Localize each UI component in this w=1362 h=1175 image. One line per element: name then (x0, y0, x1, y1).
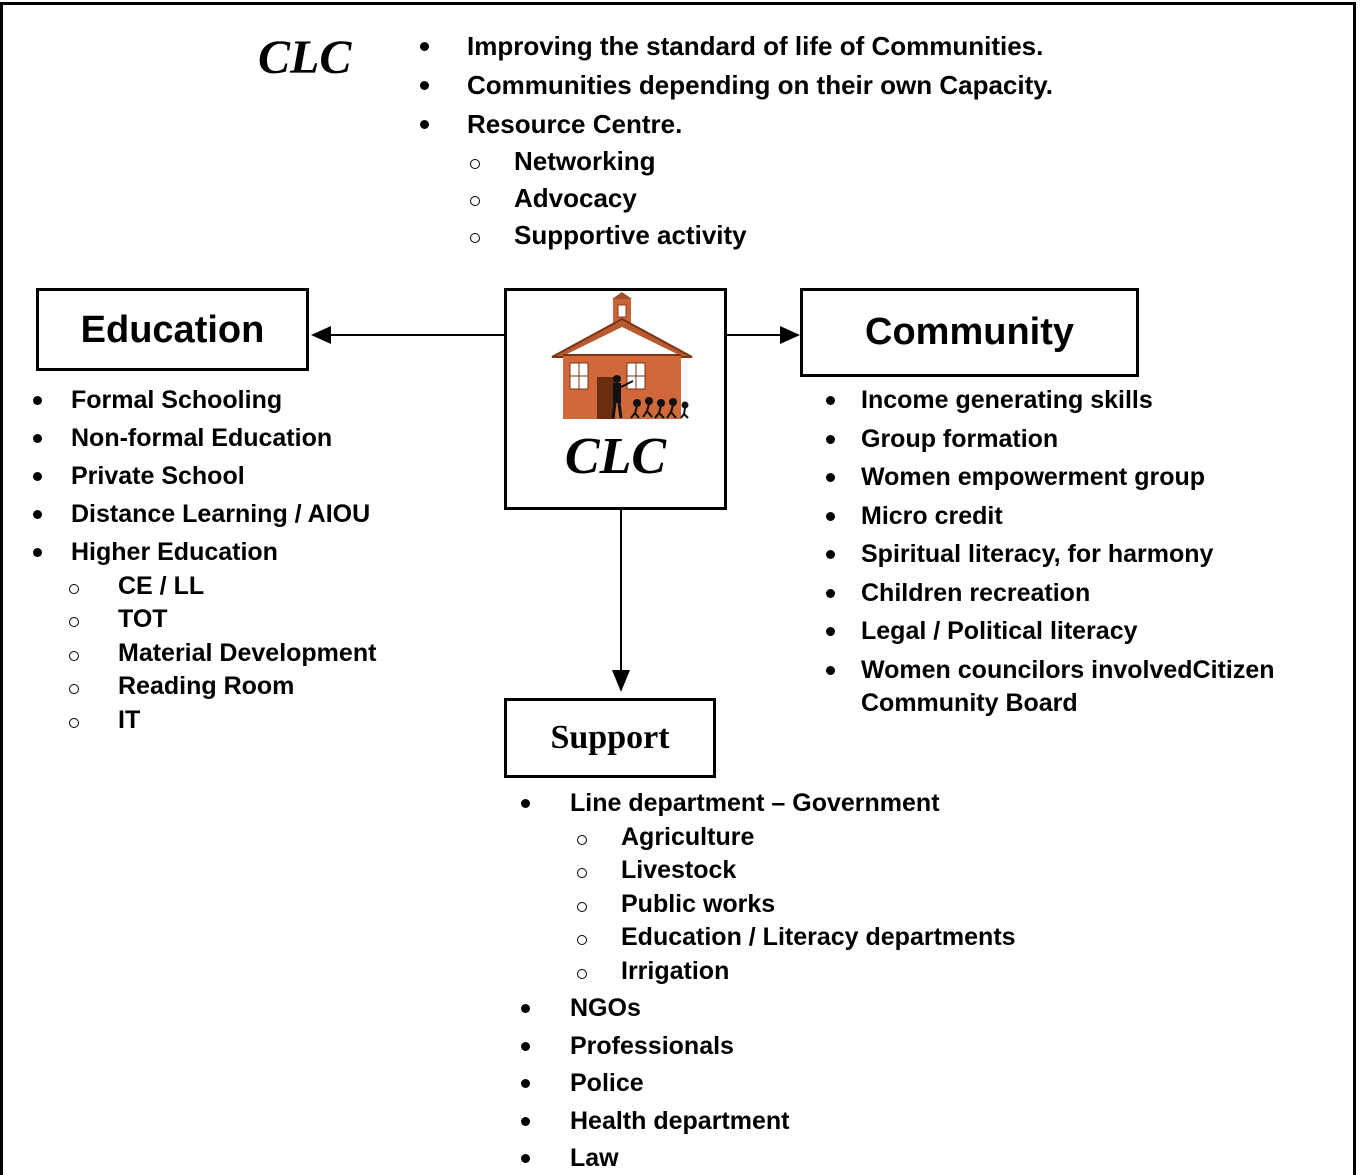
bullet-dot-icon (826, 511, 835, 521)
support-item: Agriculture (621, 822, 755, 851)
bullet-dot-icon (420, 120, 429, 129)
header-item: Networking (514, 146, 656, 176)
bullet-dot-icon (420, 42, 429, 51)
bullet-dot-icon (521, 1116, 530, 1126)
clc-center-box: CLC (504, 288, 727, 510)
education-item: Private School (71, 462, 245, 490)
bullet-ring-icon (577, 968, 587, 979)
community-item: Community Board (861, 689, 1078, 717)
arrow-to-support (612, 670, 630, 692)
header-logo-text: CLC (258, 31, 352, 84)
bullet-ring-icon (470, 233, 480, 243)
bullet-dot-icon (33, 396, 42, 405)
education-item: Reading Room (118, 672, 295, 700)
community-item: Group formation (861, 424, 1059, 453)
education-item: Distance Learning / AIOU (71, 500, 371, 528)
bullet-dot-icon (521, 1041, 530, 1051)
bullet-dot-icon (420, 81, 429, 90)
bullet-dot-icon (33, 472, 42, 481)
community-item: Income generating skills (861, 386, 1153, 414)
bullet-dot-icon (33, 548, 42, 557)
education-item: CE / LL (118, 571, 205, 600)
bullet-ring-icon (577, 901, 587, 912)
education-item: Higher Education (71, 538, 278, 566)
bullet-dot-icon (33, 434, 42, 443)
bullet-ring-icon (69, 617, 79, 627)
bullet-dot-icon (826, 396, 835, 405)
support-box: Support (504, 698, 716, 778)
community-item: Women councilors involvedCitizen (861, 655, 1275, 684)
header-item: Resource Centre. (467, 109, 683, 139)
support-item: Public works (621, 889, 776, 918)
bullet-dot-icon (826, 627, 835, 636)
bullet-dot-icon (521, 1079, 530, 1088)
education-item: Formal Schooling (71, 386, 283, 414)
bullet-dot-icon (826, 550, 835, 559)
bullet-ring-icon (577, 935, 587, 945)
bullet-dot-icon (521, 1004, 530, 1013)
header-item: Improving the standard of life of Commun… (467, 31, 1044, 61)
header-item: Supportive activity (514, 220, 747, 250)
bullet-dot-icon (826, 434, 835, 444)
support-item: Irrigation (621, 956, 730, 985)
education-title: Education (80, 309, 265, 351)
bullet-ring-icon (69, 717, 79, 728)
support-item: Education / Literacy departments (621, 923, 1016, 951)
education-item: IT (118, 705, 141, 734)
bullet-ring-icon (69, 684, 79, 694)
schoolhouse-icon (551, 292, 693, 419)
community-item: Children recreation (861, 578, 1091, 607)
support-item: Line department – Government (570, 789, 940, 817)
support-item: Health department (570, 1106, 790, 1135)
bullet-dot-icon (521, 1154, 530, 1163)
community-box: Community (800, 288, 1139, 377)
header-item: Advocacy (514, 183, 637, 213)
header-item: Communities depending on their own Capac… (467, 70, 1054, 100)
bullet-dot-icon (826, 588, 835, 598)
arrow-to-education (311, 326, 331, 344)
clc-center-label: CLC (564, 428, 667, 485)
community-item: Women empowerment group (861, 463, 1206, 491)
community-item: Spiritual literacy, for harmony (861, 540, 1214, 568)
bullet-ring-icon (69, 583, 79, 594)
education-box: Education (36, 288, 309, 371)
bullet-dot-icon (826, 473, 835, 482)
bullet-dot-icon (826, 665, 835, 675)
education-item: Non-formal Education (71, 424, 333, 452)
support-item: Law (570, 1144, 619, 1172)
community-item: Legal / Political literacy (861, 617, 1138, 645)
support-item: Livestock (621, 856, 737, 884)
education-item: TOT (118, 605, 168, 633)
community-title: Community (865, 311, 1074, 353)
education-item: Material Development (118, 638, 377, 667)
bullet-ring-icon (470, 159, 480, 169)
community-item: Micro credit (861, 501, 1003, 530)
bullet-ring-icon (577, 868, 587, 878)
bullet-ring-icon (577, 834, 587, 845)
support-title: Support (550, 719, 670, 756)
support-item: Police (570, 1069, 644, 1097)
bullet-ring-icon (69, 650, 79, 661)
bullet-dot-icon (33, 510, 42, 519)
support-item: Professionals (570, 1031, 734, 1060)
arrow-to-community (780, 326, 800, 344)
bullet-ring-icon (470, 196, 480, 206)
support-item: NGOs (570, 994, 641, 1022)
bullet-dot-icon (521, 799, 530, 808)
